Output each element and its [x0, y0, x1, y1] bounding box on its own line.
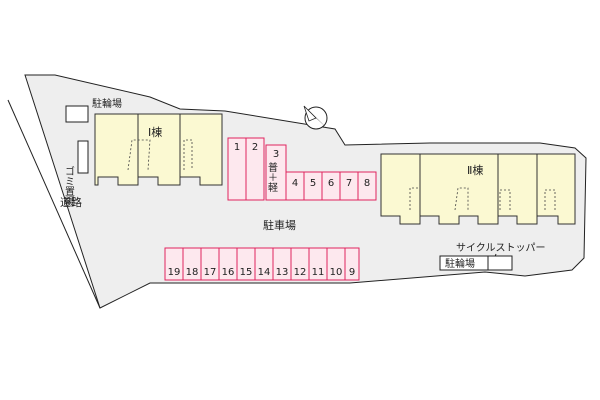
parking-slot-number: 4 [292, 178, 298, 189]
parking-slot-number: 11 [312, 267, 325, 278]
parking-slot [357, 171, 377, 201]
parking-slot-number: 5 [310, 178, 316, 189]
parking-slot-number: 12 [294, 267, 307, 278]
parking-slot-number: 18 [186, 267, 199, 278]
garbage-area-label: ゴミ置場 [63, 165, 75, 207]
parking-slot [344, 247, 360, 281]
parking-slot-number: 13 [276, 267, 289, 278]
garbage-area-box [77, 140, 89, 174]
parking-slot-number: 10 [330, 267, 343, 278]
parking-slot-number: 9 [349, 267, 355, 278]
parking-slot-number: 15 [240, 267, 253, 278]
parking-slot-number: 16 [222, 267, 235, 278]
building-2 [380, 153, 576, 225]
bicycle-parking-label-bottom: 駐輪場 [445, 257, 475, 270]
parking-slot-number: 17 [204, 267, 217, 278]
cycle-stopper-label: サイクルストッパー [456, 242, 546, 254]
building-2-label: Ⅱ棟 [467, 163, 483, 177]
parking-label: 駐車場 [263, 218, 296, 232]
parking-slot-3-type: 普＋軽 [266, 161, 278, 193]
building-1 [94, 113, 223, 186]
parking-slot-number: 8 [364, 178, 370, 189]
parking-slot [245, 137, 265, 201]
road-label: 道路 [60, 195, 82, 209]
parking-slot-number: 6 [328, 178, 334, 189]
parking-slot-number: 7 [346, 178, 352, 189]
parking-slot-number: 2 [252, 142, 258, 153]
bicycle-parking-box-bottom [439, 255, 513, 271]
bicycle-parking-box-top [65, 105, 89, 123]
parking-slot-number: 19 [168, 267, 181, 278]
north-arrow-icon [303, 105, 328, 130]
road-boundary [7, 99, 101, 309]
bicycle-parking-label-top: 駐輪場 [92, 97, 122, 110]
parking-slot-number: 14 [258, 267, 271, 278]
parking-slot-number: 3 [273, 149, 279, 160]
building-1-label: Ⅰ棟 [148, 125, 162, 139]
parking-slot-number: 1 [234, 142, 240, 153]
